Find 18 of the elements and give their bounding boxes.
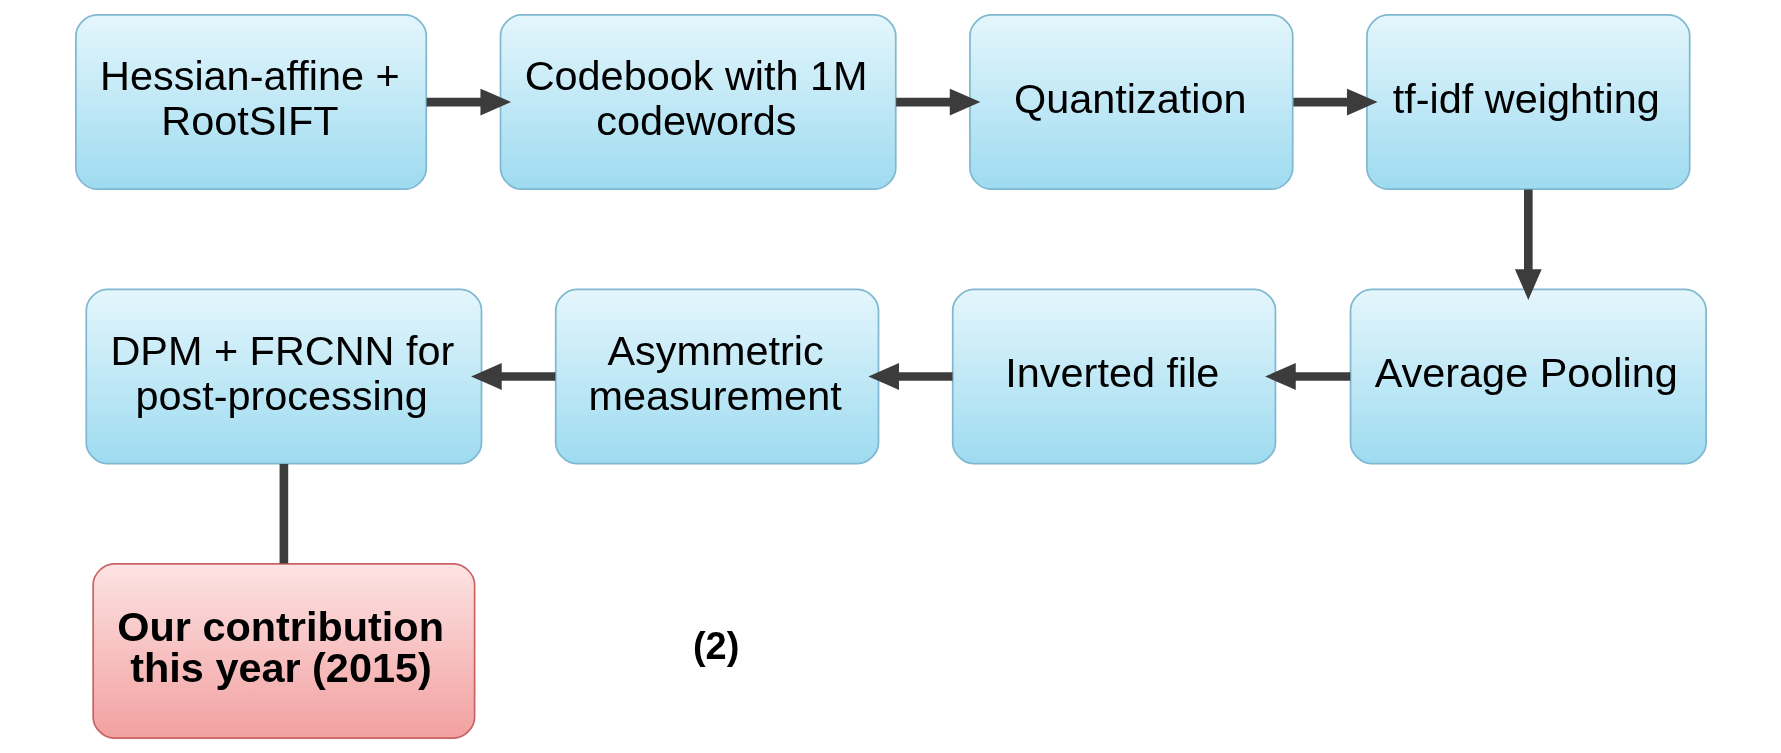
label: (2): [692, 624, 739, 667]
arrow: [1292, 88, 1378, 116]
connector: [279, 463, 288, 564]
node-box: Hessian-affine + RootSIFT: [74, 14, 427, 191]
arrow: [1264, 363, 1350, 390]
node-box: Asymmetric measurement: [554, 288, 879, 465]
node-box: DPM + FRCNN for post-processing: [84, 288, 482, 465]
arrow: [895, 88, 980, 116]
node-box: Quantization: [968, 14, 1294, 191]
arrow: [470, 363, 555, 390]
arrow: [426, 88, 511, 116]
node-box: Our contribution this year (2015): [91, 562, 475, 739]
node-box: Codebook with 1M codewords: [499, 14, 897, 191]
node-box: tf-idf weighting: [1365, 14, 1691, 191]
node-box: Inverted file: [951, 288, 1276, 465]
arrow: [1514, 189, 1542, 300]
arrow: [867, 363, 953, 390]
node-box: Average Pooling: [1349, 288, 1707, 465]
